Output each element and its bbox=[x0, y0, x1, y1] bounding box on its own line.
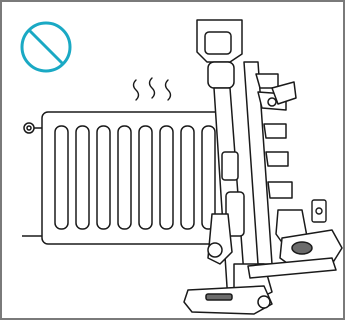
prohibited-icon bbox=[22, 23, 70, 71]
illustration-canvas bbox=[2, 2, 343, 318]
wall-socket-illustration bbox=[312, 200, 326, 222]
radiator-illustration bbox=[22, 112, 232, 244]
heat-waves-icon bbox=[134, 78, 171, 100]
